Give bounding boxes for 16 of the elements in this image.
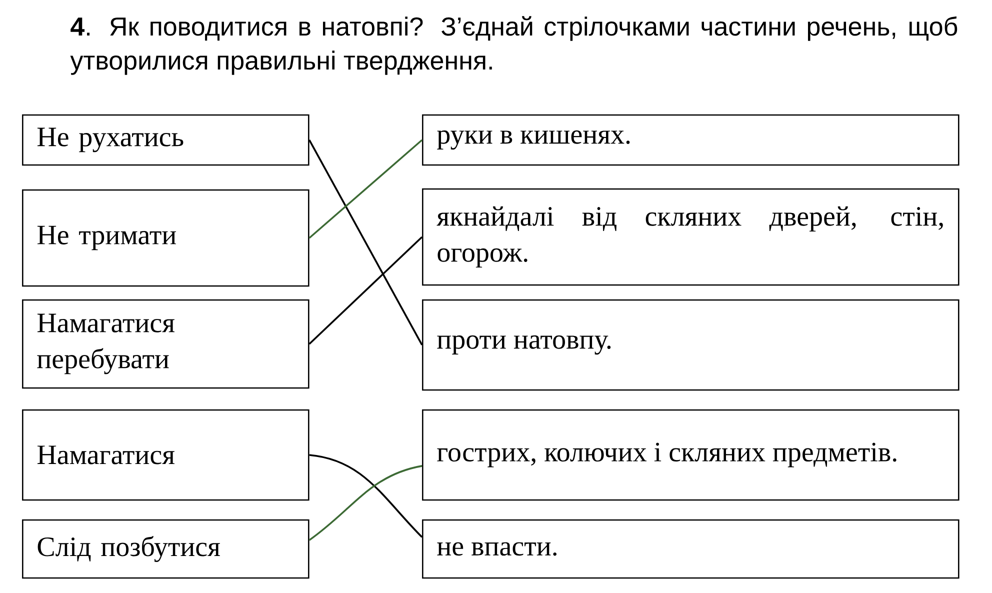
task-heading: 4. Як поводитися в натовпі? З’єднай стрілочками частини речень, щоб утворилися правильні твердження. [70,16,958,75]
answer-box: проти натовпу. [422,299,960,391]
matching-line [308,236,423,345]
answer-box: руки в кишенях. [422,114,960,166]
answer-box: Слід позбутися [22,519,310,579]
answer-box: не впасти. [422,519,960,579]
matching-line [308,139,423,239]
answer-box: Намагатися перебувати [22,299,310,389]
answer-box: Не тримати [22,189,310,287]
answer-box: Намагатися [22,409,310,501]
answer-box: якнайдалі від скляних дверей, стін, огорож. [422,188,960,286]
answer-box: Не рухатись [22,114,310,166]
matching-line [308,140,423,346]
matching-line [309,454,423,538]
matching-line [308,465,422,541]
answer-box: гострих, колючих і скляних предметів. [422,409,960,501]
